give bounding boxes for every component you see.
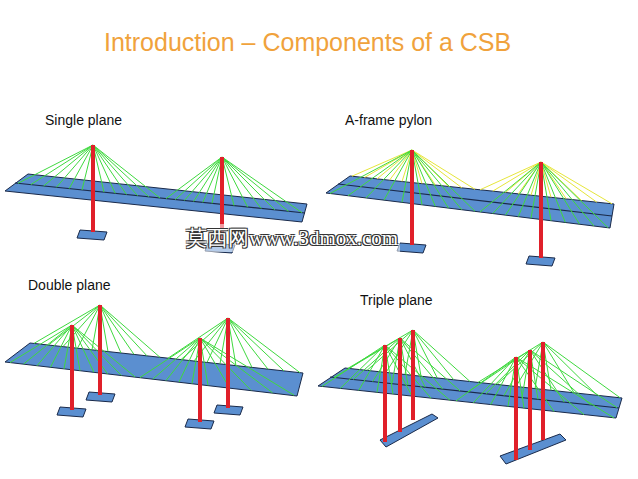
- stay-cable: [541, 162, 565, 222]
- stay-cable: [194, 157, 222, 202]
- stay-cable: [228, 318, 252, 367]
- stay-cable: [228, 318, 300, 373]
- panel-label: Single plane: [45, 112, 122, 128]
- stay-cable: [44, 145, 93, 186]
- stay-cable: [93, 145, 115, 193]
- stay-cable: [352, 150, 412, 176]
- stay-cable: [31, 145, 93, 185]
- stay-cable: [412, 150, 475, 189]
- stay-cable: [222, 157, 302, 213]
- panel-label: Double plane: [28, 277, 111, 293]
- stay-cable: [228, 318, 284, 371]
- stay-cable: [93, 145, 149, 197]
- stay-cable: [385, 345, 450, 400]
- stay-cable: [24, 325, 73, 364]
- stay-cable: [413, 330, 470, 382]
- stay-cable: [200, 338, 273, 393]
- stay-cable: [18, 145, 93, 183]
- stay-cable: [200, 338, 294, 395]
- stay-cable: [179, 338, 200, 382]
- stay-cable: [100, 305, 160, 357]
- stay-cable: [200, 338, 230, 388]
- stay-cable: [222, 157, 248, 207]
- stay-cable: [153, 338, 200, 379]
- stay-cable: [412, 150, 435, 206]
- stay-cable: [203, 157, 222, 202]
- stay-cable: [100, 305, 121, 353]
- stay-cable: [222, 157, 261, 209]
- stay-cable: [184, 157, 222, 201]
- stay-cable: [72, 325, 135, 377]
- stay-cable: [51, 325, 73, 367]
- stay-cable: [322, 345, 385, 386]
- stay-cable: [541, 162, 580, 224]
- stay-cable: [506, 162, 542, 215]
- stay-cable: [530, 350, 591, 405]
- stay-cable: [72, 325, 121, 375]
- stay-cable: [72, 325, 94, 372]
- stay-cable: [348, 150, 412, 196]
- stay-cable: [93, 145, 138, 196]
- watermark: 莫西网www.3dmox.com: [184, 224, 400, 252]
- stay-cable: [100, 305, 147, 356]
- stay-cable: [222, 157, 288, 211]
- stay-cable: [493, 162, 541, 214]
- panel-label: Triple plane: [360, 292, 433, 308]
- panel-label: A-frame pylon: [345, 112, 432, 128]
- stay-cable: [518, 162, 541, 217]
- stay-cable: [541, 162, 594, 226]
- footings: [57, 230, 566, 464]
- stay-cable: [480, 162, 541, 212]
- stay-cable: [541, 162, 608, 228]
- stay-cable: [456, 357, 516, 401]
- stay-cable: [384, 150, 412, 200]
- stay-cable: [93, 145, 160, 198]
- stay-cable: [412, 150, 449, 208]
- stay-cable: [516, 357, 584, 415]
- stay-cable: [541, 162, 612, 204]
- stay-cable: [222, 157, 275, 210]
- pylons: [72, 145, 543, 460]
- stay-cable: [412, 150, 462, 210]
- stay-cable: [69, 145, 93, 189]
- stay-cable: [93, 145, 126, 195]
- stay-cable: [412, 150, 475, 211]
- stay-cable: [385, 345, 431, 398]
- slide-title: Introduction – Components of a CSB: [104, 28, 511, 57]
